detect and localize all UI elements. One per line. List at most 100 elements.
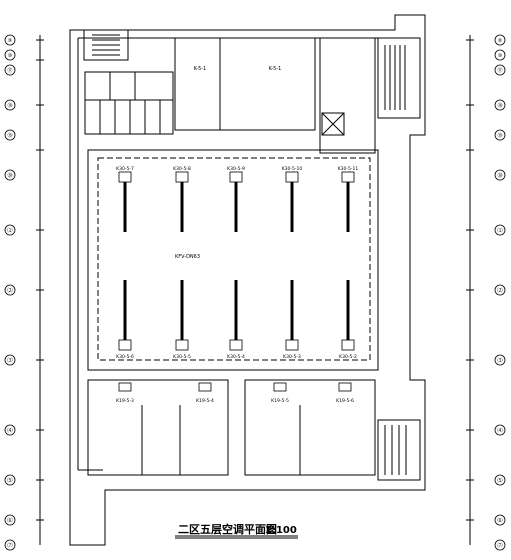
fan-coil-label: K30-5-11 xyxy=(338,166,359,172)
axis-bubble-right: ⑩ xyxy=(494,49,506,61)
title-underline xyxy=(175,535,298,539)
axis-bubble-right: ⑶ xyxy=(494,354,506,366)
axis-bubble-left: ⑰ xyxy=(4,64,16,76)
fan-coil-unit: K30-5-3 xyxy=(283,280,301,360)
top-unit-label: K-5-1 xyxy=(269,66,282,72)
elevator-box xyxy=(321,112,345,136)
fan-coil-label: K30-5-5 xyxy=(173,354,191,360)
axis-label: ⑨ xyxy=(498,38,502,44)
fan-coil-unit: K30-5-7 xyxy=(116,166,134,232)
axis-label: ⑴ xyxy=(7,227,12,234)
fan-coil-label: K30-5-3 xyxy=(283,354,301,360)
bottom-right-stair xyxy=(377,419,421,481)
axis-label: ⑵ xyxy=(7,287,12,294)
fan-coil-unit: K30-5-8 xyxy=(173,166,191,232)
bottom-unit-label: K19-5-3 xyxy=(116,398,134,404)
axis-label: ⑰ xyxy=(497,67,502,74)
axis-label: ⑲ xyxy=(497,132,502,139)
inner-wall xyxy=(77,37,388,471)
axis-bubble-right: ⑱ xyxy=(494,99,506,111)
fan-coil-unit: K30-5-6 xyxy=(116,280,134,360)
axis-label: ⑱ xyxy=(7,102,12,109)
elevator-cross xyxy=(321,112,345,136)
bottom-fan-unit: K19-5-6 xyxy=(336,382,354,404)
bottom-room-1 xyxy=(87,379,229,476)
axis-bubble-right: ⑴ xyxy=(494,224,506,236)
fan-coil-label: K30-5-2 xyxy=(339,354,357,360)
axis-bubble-right: ⑰ xyxy=(494,64,506,76)
fan-coil-unit: K30-5-4 xyxy=(227,280,245,360)
machine-room-2 xyxy=(219,37,316,131)
right-stair xyxy=(377,37,421,119)
fan-coil-label: K30-5-4 xyxy=(227,354,245,360)
axis-bubble-right: ⑸ xyxy=(494,474,506,486)
fan-coil-label: K30-5-8 xyxy=(173,166,191,172)
axis-label: ⑹ xyxy=(497,517,502,524)
bottom-room-dividers xyxy=(141,405,301,475)
left-ticks xyxy=(36,39,44,521)
axis-bubble-right: ⑲ xyxy=(494,129,506,141)
bottom-right-stair-steps xyxy=(384,425,407,475)
axis-label: ⑴ xyxy=(497,227,502,234)
axis-bubble-right: ⑹ xyxy=(494,514,506,526)
axis-label: ⑸ xyxy=(7,477,12,484)
axis-label: ⑹ xyxy=(7,517,12,524)
axis-label: ⑶ xyxy=(7,357,12,364)
axis-label: ⑷ xyxy=(7,427,12,434)
stair-room xyxy=(83,29,129,61)
fan-coil-label: K30-5-6 xyxy=(116,354,134,360)
toilet-block xyxy=(84,71,174,135)
axis-bubble-left: ⑵ xyxy=(4,284,16,296)
axis-label: ⑲ xyxy=(7,132,12,139)
axis-bubble-left: ⑺ xyxy=(4,539,16,551)
service-room xyxy=(319,37,376,154)
fan-coil-unit: K30-5-5 xyxy=(173,280,191,360)
axis-bubble-right: ⑺ xyxy=(494,539,506,551)
axis-bubble-left: ⑴ xyxy=(4,224,16,236)
axis-label: ⑺ xyxy=(7,542,12,549)
fan-coil-label: K30-5-9 xyxy=(227,166,245,172)
axis-bubble-right: ⑳ xyxy=(494,169,506,181)
bottom-unit-label: K19-5-4 xyxy=(196,398,214,404)
main-hall xyxy=(87,149,379,371)
axis-bubble-left: ⑳ xyxy=(4,169,16,181)
axis-bubble-left: ⑶ xyxy=(4,354,16,366)
fan-coil-unit: K30-5-11 xyxy=(338,166,359,232)
bottom-room-2 xyxy=(244,379,376,476)
stair-steps xyxy=(92,34,120,56)
axis-label: ⑱ xyxy=(497,102,502,109)
axis-label: ⑺ xyxy=(497,542,502,549)
axis-label: ⑩ xyxy=(8,53,13,59)
right-ticks xyxy=(466,39,474,521)
axis-bubble-right: ⑨ xyxy=(494,34,506,46)
axis-bubble-left: ⑸ xyxy=(4,474,16,486)
toilet-partitions xyxy=(85,72,173,134)
plan-scale: 1:100 xyxy=(265,525,297,536)
axis-label: ⑰ xyxy=(7,67,12,74)
bottom-fan-unit: K19-5-4 xyxy=(196,382,214,404)
axis-label: ⑸ xyxy=(497,477,502,484)
machine-room-1 xyxy=(174,37,221,131)
right-stair-steps xyxy=(384,45,406,110)
fan-coil-unit: K30-5-2 xyxy=(339,280,357,360)
axis-bubble-right: ⑵ xyxy=(494,284,506,296)
duct-loop xyxy=(97,157,371,361)
building-outline xyxy=(69,14,426,546)
axis-bubble-left: ⑨ xyxy=(4,34,16,46)
pipe-label: KFV-DN63 xyxy=(175,254,200,260)
axis-label: ⑩ xyxy=(498,53,503,59)
bottom-fan-unit: K19-5-3 xyxy=(116,382,134,404)
axis-label: ⑷ xyxy=(497,427,502,434)
axis-bubble-left: ⑱ xyxy=(4,99,16,111)
top-unit-label: K-5-1 xyxy=(194,66,207,72)
axis-label: ⑵ xyxy=(497,287,502,294)
axis-bubble-left: ⑹ xyxy=(4,514,16,526)
axis-bubble-left: ⑩ xyxy=(4,49,16,61)
fan-coil-unit: K30-5-10 xyxy=(282,166,303,232)
bottom-fan-unit: K19-5-5 xyxy=(271,382,289,404)
fan-coil-label: K30-5-10 xyxy=(282,166,303,172)
bottom-unit-label: K19-5-5 xyxy=(271,398,289,404)
axis-bubble-right: ⑷ xyxy=(494,424,506,436)
axis-label: ⑨ xyxy=(8,38,12,44)
